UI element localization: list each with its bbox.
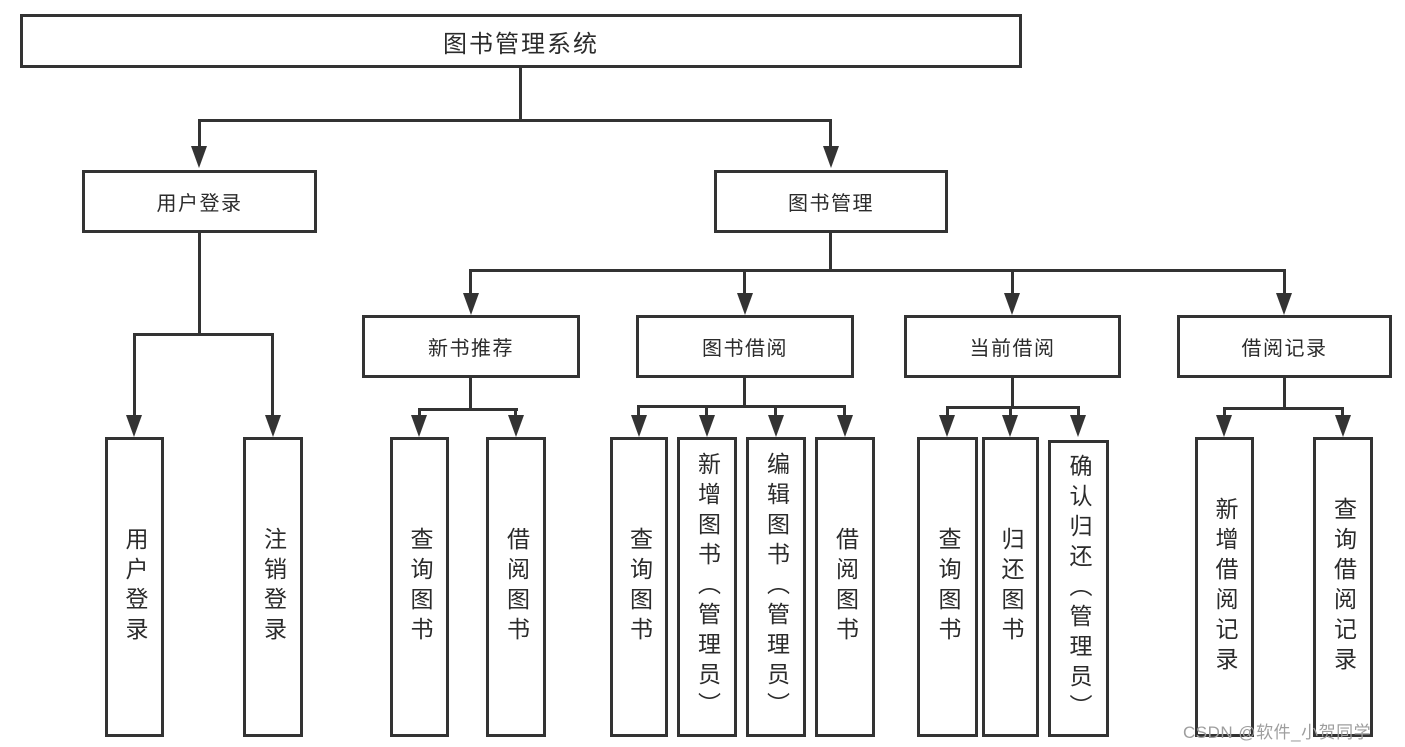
leaf-br-query-record-label: 查询借阅记录 [1330, 497, 1357, 677]
arrow-down-icon [1216, 415, 1232, 437]
leaf-cb-confirm-return: 确认归还（管理员） [1048, 440, 1109, 737]
arrow-down-icon [463, 293, 479, 315]
leaf-bb-edit-book: 编辑图书（管理员） [746, 437, 806, 737]
csdn-watermark: CSDN @软件_小贺同学 [1183, 723, 1372, 742]
connector-level3-bus [469, 269, 1286, 272]
arrow-down-icon [411, 415, 427, 437]
leaf-br-query-record: 查询借阅记录 [1313, 437, 1373, 737]
connector-current-borrow-bus [946, 406, 1080, 409]
connector-stem [469, 269, 472, 295]
connector-stem [946, 406, 949, 417]
leaf-br-add-record: 新增借阅记录 [1195, 437, 1254, 737]
arrow-down-icon [768, 415, 784, 437]
leaf-cb-return-book: 归还图书 [982, 437, 1039, 737]
leaf-logout: 注销登录 [243, 437, 303, 737]
leaf-br-add-record-label: 新增借阅记录 [1212, 497, 1238, 677]
node-user-login: 用户登录 [82, 170, 317, 233]
leaf-bb-query-book-label: 查询图书 [626, 527, 653, 647]
leaf-cb-return-book-label: 归还图书 [998, 527, 1024, 647]
node-current-borrow-label: 当前借阅 [969, 338, 1056, 360]
arrow-down-icon [737, 293, 753, 315]
connector-stem [1077, 406, 1080, 417]
arrow-down-icon [1002, 415, 1018, 437]
leaf-cb-query-book-label: 查询图书 [935, 527, 961, 647]
leaf-bb-add-book-label: 新增图书（管理员） [694, 452, 721, 722]
connector-stem [637, 405, 640, 417]
connector-root-stem [519, 66, 522, 122]
connector-stem [705, 405, 708, 417]
leaf-user-login-label: 用户登录 [122, 527, 148, 647]
arrow-down-icon [837, 415, 853, 437]
leaf-cb-confirm-return-label: 确认归还（管理员） [1066, 453, 1092, 724]
leaf-bb-borrow-book-label: 借阅图书 [832, 527, 859, 647]
arrow-down-icon [191, 146, 207, 168]
node-new-book-rec: 新书推荐 [362, 315, 580, 378]
connector-new-book-rec-bus [418, 408, 518, 411]
arrow-down-icon [631, 415, 647, 437]
connector-stem [774, 405, 777, 417]
connector-stem [1011, 269, 1014, 295]
node-user-login-label: 用户登录 [156, 193, 243, 215]
connector-book-mgmt-stem [829, 231, 832, 271]
connector-stem [1341, 407, 1344, 417]
leaf-rec-query-book: 查询图书 [390, 437, 449, 737]
arrow-down-icon [823, 146, 839, 168]
leaf-rec-borrow-book-label: 借阅图书 [503, 527, 530, 647]
arrow-down-icon [265, 415, 281, 437]
leaf-cb-query-book: 查询图书 [917, 437, 978, 737]
connector-borrow-records-bus [1223, 407, 1344, 410]
arrow-down-icon [1070, 415, 1086, 437]
node-current-borrow: 当前借阅 [904, 315, 1121, 378]
node-borrow-records-label: 借阅记录 [1241, 338, 1328, 360]
node-root: 图书管理系统 [20, 14, 1022, 68]
leaf-bb-query-book: 查询图书 [610, 437, 668, 737]
connector-stem [418, 408, 421, 417]
arrow-down-icon [126, 415, 142, 437]
leaf-user-login: 用户登录 [105, 437, 164, 737]
arrow-down-icon [939, 415, 955, 437]
connector-user-login-stem [198, 231, 201, 335]
node-book-mgmt: 图书管理 [714, 170, 948, 233]
connector-new-book-rec-stem [469, 376, 472, 410]
arrow-down-icon [699, 415, 715, 437]
connector-stem [514, 408, 517, 417]
leaf-logout-label: 注销登录 [260, 527, 287, 647]
connector-stem [829, 119, 832, 148]
connector-book-borrow-stem [743, 376, 746, 407]
arrow-down-icon [1276, 293, 1292, 315]
connector-stem [198, 119, 201, 148]
node-root-label: 图书管理系统 [443, 30, 599, 58]
node-new-book-rec-label: 新书推荐 [428, 338, 514, 360]
arrow-down-icon [508, 415, 524, 437]
node-borrow-records: 借阅记录 [1177, 315, 1392, 378]
connector-level2-bus [198, 119, 832, 122]
leaf-bb-edit-book-label: 编辑图书（管理员） [763, 452, 790, 722]
connector-stem [133, 333, 136, 417]
node-book-borrow: 图书借阅 [636, 315, 854, 378]
node-book-mgmt-label: 图书管理 [788, 193, 874, 215]
connector-stem [843, 405, 846, 417]
connector-user-login-bus [133, 333, 274, 336]
connector-stem [271, 333, 274, 417]
arrow-down-icon [1335, 415, 1351, 437]
connector-stem [743, 269, 746, 295]
leaf-bb-add-book: 新增图书（管理员） [677, 437, 737, 737]
connector-borrow-records-stem [1283, 376, 1286, 409]
connector-stem [1009, 406, 1012, 417]
node-book-borrow-label: 图书借阅 [702, 338, 788, 360]
arrow-down-icon [1004, 293, 1020, 315]
leaf-rec-borrow-book: 借阅图书 [486, 437, 546, 737]
leaf-rec-query-book-label: 查询图书 [407, 527, 433, 647]
connector-current-borrow-stem [1011, 376, 1014, 408]
connector-book-borrow-bus [637, 405, 846, 408]
leaf-bb-borrow-book: 借阅图书 [815, 437, 875, 737]
connector-stem [1223, 407, 1226, 417]
connector-stem [1283, 269, 1286, 295]
